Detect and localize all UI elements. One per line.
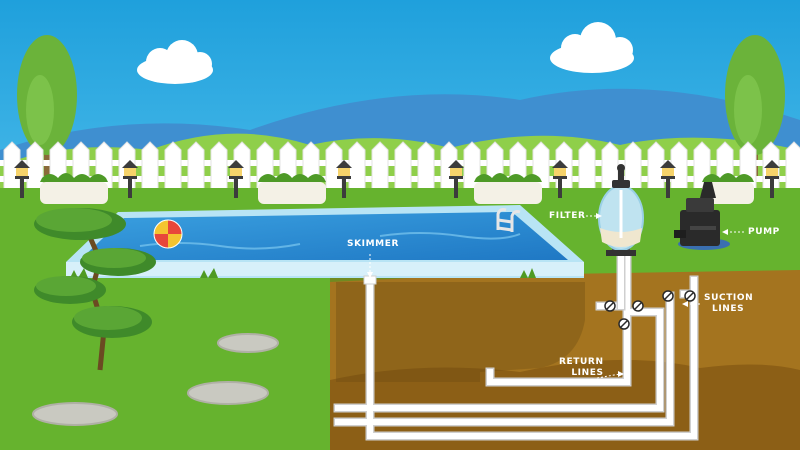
stepping-stone-icon — [188, 382, 268, 404]
suction-lines-label: SUCTION LINES — [704, 293, 753, 315]
fence-picket — [188, 142, 204, 192]
fence-picket — [142, 142, 158, 192]
pump-label: PUMP — [748, 227, 780, 238]
valve-icon — [685, 291, 695, 301]
return-lines-label-line2: LINES — [559, 368, 604, 379]
fence-picket — [395, 142, 411, 192]
suction-lines-label-line1: SUCTION — [704, 293, 753, 304]
fence-picket — [579, 142, 595, 192]
beach-ball-icon — [154, 220, 182, 248]
filter-label: FILTER — [549, 211, 586, 222]
fence-picket — [349, 142, 365, 192]
fence-picket — [165, 142, 181, 192]
skimmer-label: SKIMMER — [347, 239, 399, 250]
fence-picket — [372, 142, 388, 192]
return-lines-label-line1: RETURN — [559, 357, 604, 368]
picket-fence — [0, 142, 800, 192]
valve-icon — [605, 301, 615, 311]
valve-icon — [619, 319, 629, 329]
valve-icon — [633, 301, 643, 311]
return-lines-label: RETURN LINES — [559, 357, 604, 379]
fence-picket — [27, 142, 43, 192]
valve-icon — [663, 291, 673, 301]
suction-lines-label-line2: LINES — [704, 304, 753, 315]
fence-picket — [786, 142, 800, 192]
fence-picket — [418, 142, 434, 192]
stepping-stone-icon — [218, 334, 278, 352]
fence-picket — [211, 142, 227, 192]
stepping-stone-icon — [33, 403, 117, 425]
